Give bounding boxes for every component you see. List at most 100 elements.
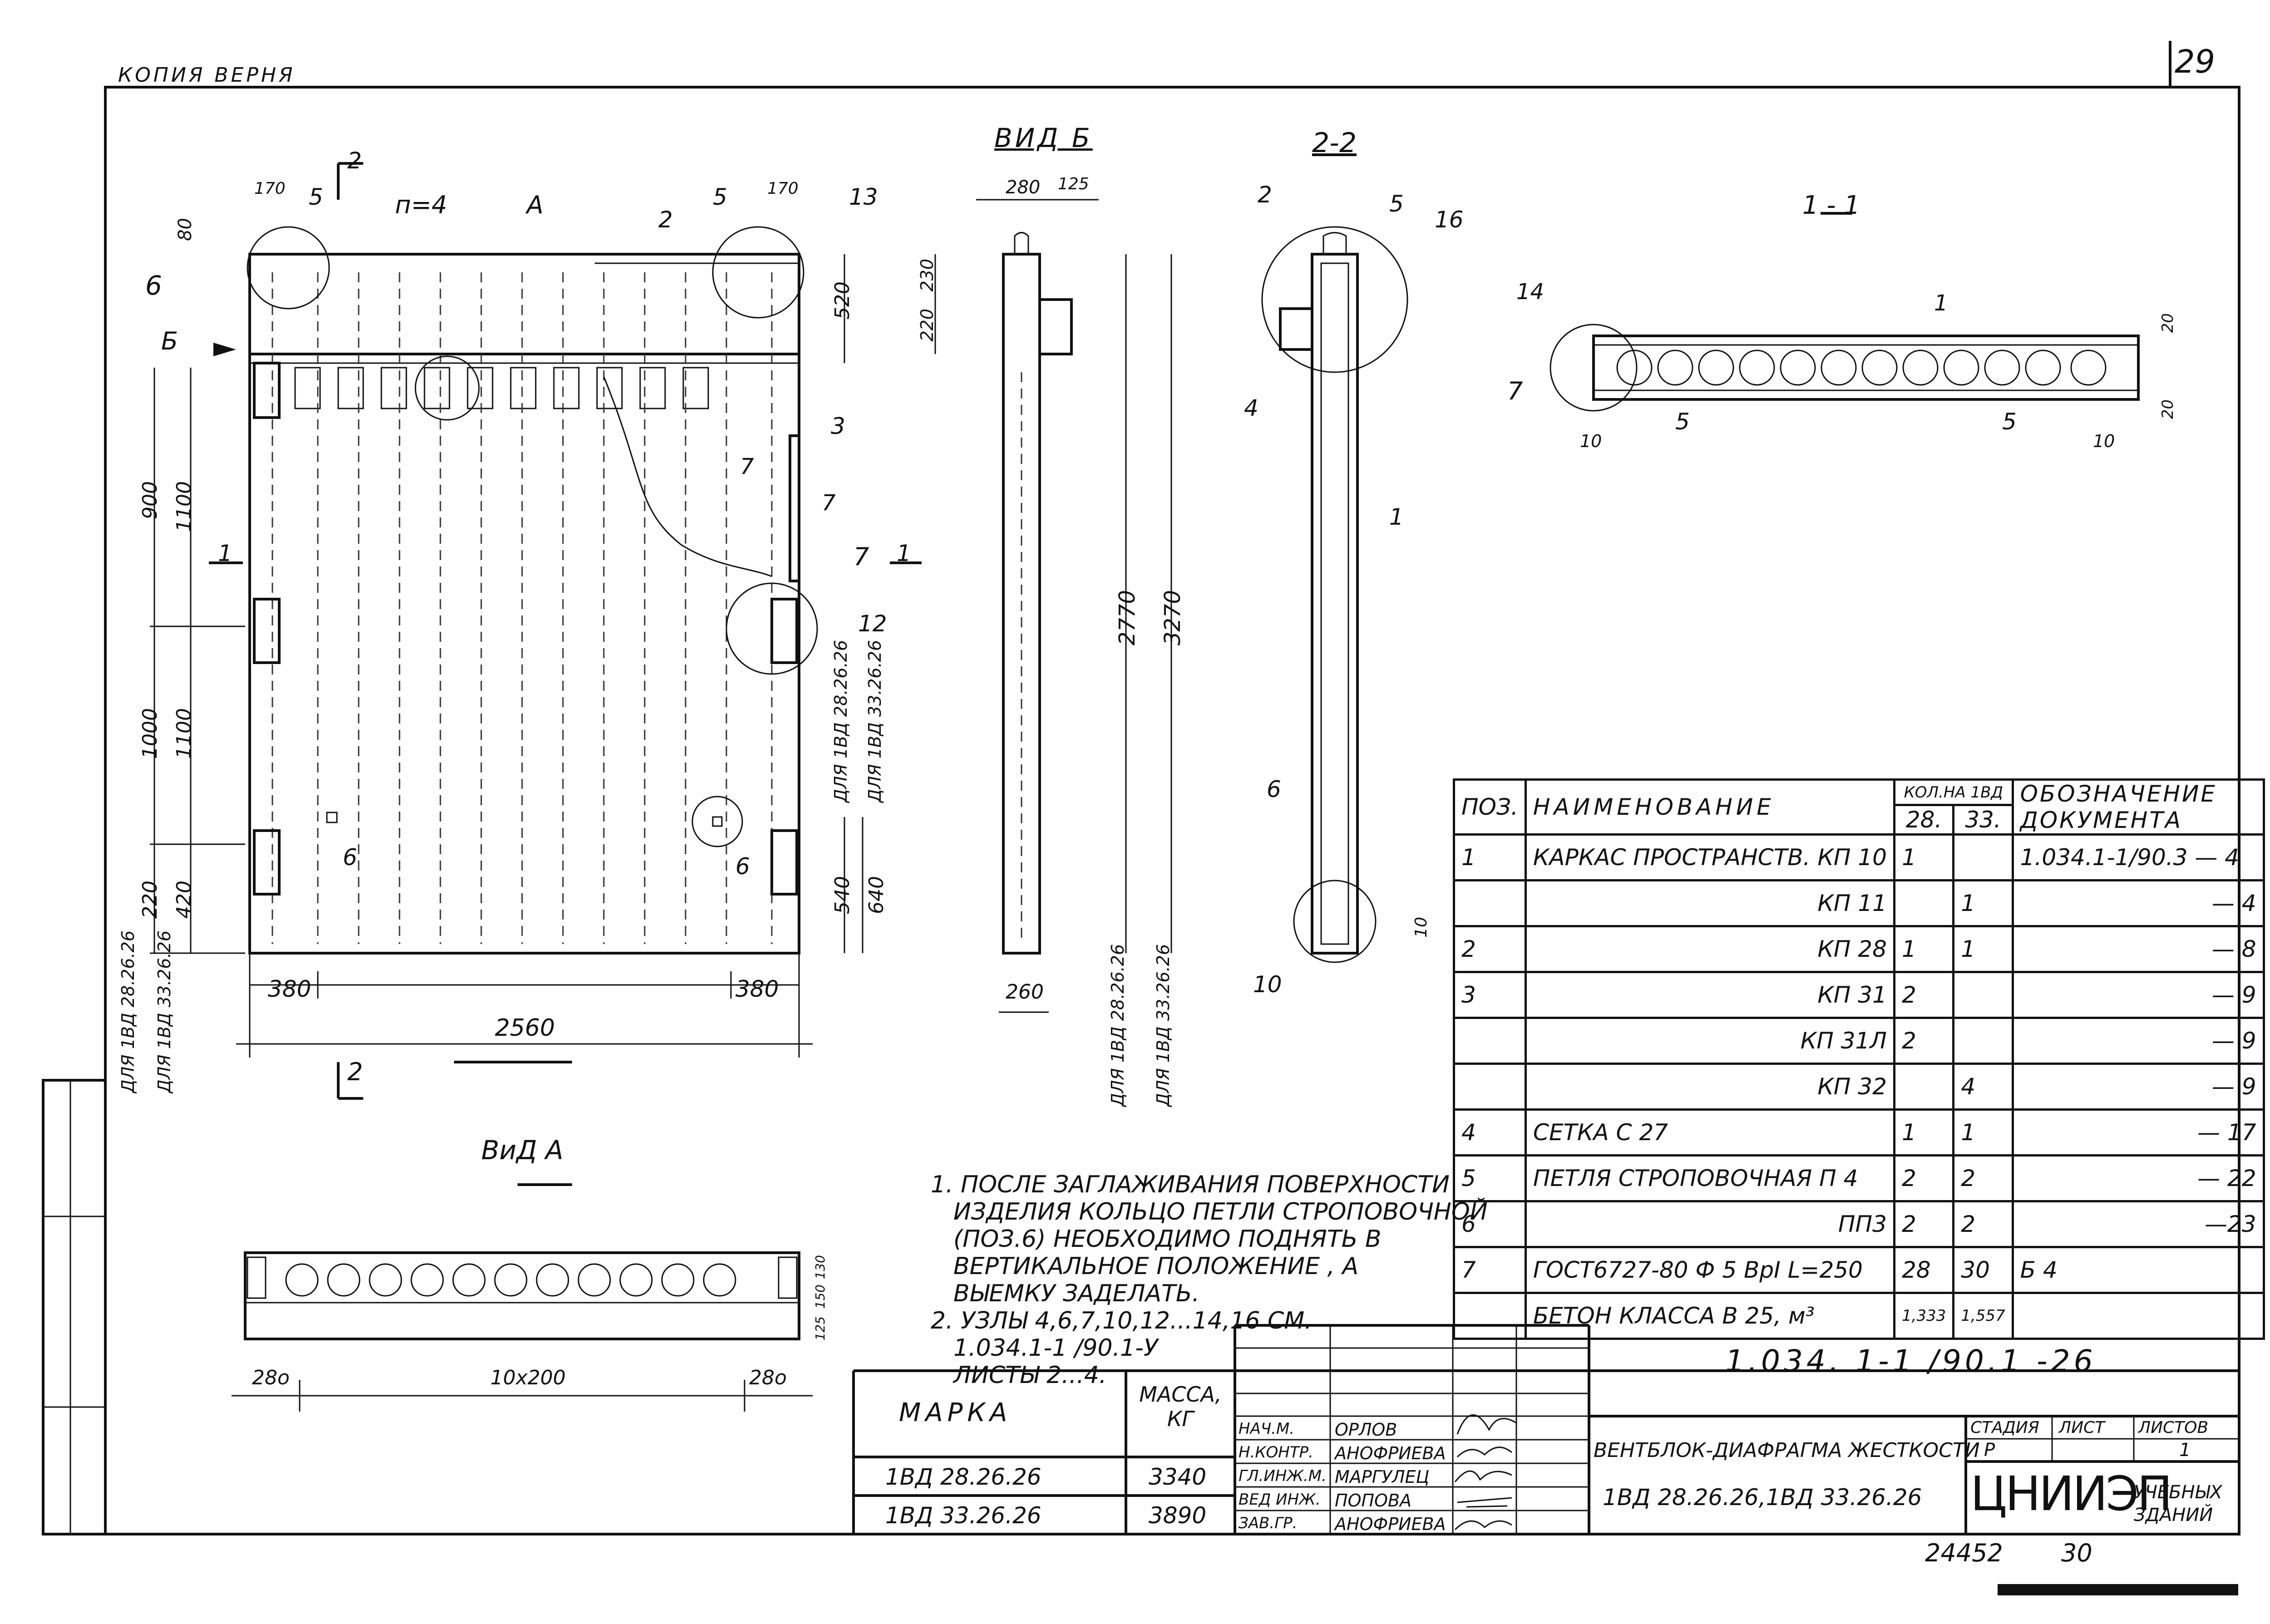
spec-name: ПЕТЛЯ СТРОПОВОЧНАЯ П 4 <box>1524 1154 1895 1202</box>
view-b-marker: Б <box>161 327 178 355</box>
note-line: ИЗДЕЛИЯ КОЛЬЦО ПЕТЛИ СТРОПОВОЧНОЙ <box>953 1198 1488 1225</box>
role-3: ГЛ.ИНЖ.М. <box>1239 1467 1327 1485</box>
spec-doc: — 17 <box>2011 1108 2265 1156</box>
product-title: ВЕНТБЛОК-ДИАФРАГМА ЖЕСТКОСТИ <box>1594 1439 1980 1462</box>
spec-q33: 1 <box>1952 925 2014 973</box>
spec-q33: 2 <box>1952 1200 2014 1248</box>
dim-520: 520 <box>831 281 854 320</box>
spec-name: КП 28 <box>1524 925 1895 973</box>
general-notes: 1. ПОСЛЕ ЗАГЛАЖИВАНИЯ ПОВЕРХНОСТИ ИЗДЕЛИ… <box>931 1171 1488 1389</box>
mass-row-2: 3890 <box>1149 1502 1207 1529</box>
spec-q33: 2 <box>1952 1154 2014 1202</box>
person-5: АНОФРИЕВА <box>1335 1514 1446 1534</box>
s22-callout-10: 10 <box>1253 971 1282 998</box>
label-for-28-right: ДЛЯ 1ВД 28.26.26 <box>831 640 851 802</box>
person-4: ПОПОВА <box>1335 1491 1412 1511</box>
note-line: 2. УЗЛЫ 4,6,7,10,12...14,16 СМ. <box>931 1307 1312 1334</box>
spec-q33 <box>1952 971 2014 1019</box>
spec-h-28: 28. <box>1893 804 1955 836</box>
pos4-label: п=4 <box>395 191 447 219</box>
copy-note: КОПИЯ ВЕРНЯ <box>118 64 296 87</box>
s22-callout-16: 16 <box>1435 207 1464 233</box>
spec-q33: 1 <box>1952 1108 2014 1156</box>
mass-row-1: 3340 <box>1149 1464 1207 1490</box>
section-22-title: 2-2 <box>1312 127 1357 159</box>
spec-pos: 4 <box>1453 1108 1527 1156</box>
spec-pos: 3 <box>1453 971 1527 1019</box>
spec-q28: 28 <box>1893 1246 1955 1294</box>
dim-220: 220 <box>138 881 162 919</box>
dim-420: 420 <box>173 881 196 919</box>
spec-q28: 1,333 <box>1893 1292 1955 1340</box>
facade-outline <box>248 253 800 955</box>
viewb-dim-230: 230 <box>917 259 937 292</box>
spec-doc: — 8 <box>2011 925 2265 973</box>
sheet-number: 29 <box>2175 43 2216 80</box>
spec-h-33: 33. <box>1952 804 2014 836</box>
dim-1100-bottom: 1100 <box>173 708 196 759</box>
dim-640: 640 <box>865 876 888 914</box>
s11-callout-7: 7 <box>1507 377 1523 405</box>
callout-13: 13 <box>849 184 878 210</box>
dim-1000: 1000 <box>138 708 162 759</box>
spec-q33: 1,557 <box>1952 1292 2014 1340</box>
org-subtitle-1: УЧЕБНЫХ <box>2134 1482 2222 1503</box>
s22-callout-1: 1 <box>1389 504 1404 530</box>
mark-header: МАРКА <box>899 1398 1012 1427</box>
spec-q33 <box>1952 833 2014 881</box>
spec-q28: 1 <box>1893 1108 1955 1156</box>
spec-q33: 30 <box>1952 1246 2014 1294</box>
sheets-header: ЛИСТОВ <box>2138 1418 2209 1437</box>
signatures <box>1454 1414 1517 1530</box>
s11-dim-10-left: 10 <box>1580 431 1602 451</box>
sheet-header: ЛИСТ <box>2059 1418 2105 1437</box>
side-niches <box>253 362 800 896</box>
section-11-title: 1 - 1 <box>1802 191 1860 220</box>
label-for-33-right: ДЛЯ 1ВД 33.26.26 <box>865 640 885 802</box>
dim-1100-top: 1100 <box>173 481 196 532</box>
spec-doc <box>2011 1292 2265 1340</box>
viewa-dim-280-right: 28o <box>749 1366 787 1389</box>
spec-name: КП 31Л <box>1524 1017 1895 1065</box>
mark-row-1: 1ВД 28.26.26 <box>885 1464 1041 1490</box>
spec-pos: 6 <box>1453 1200 1527 1248</box>
callout-5-left: 5 <box>309 184 323 210</box>
spec-h-qty: КОЛ.НА 1ВД <box>1893 778 2014 807</box>
spec-pos <box>1453 879 1527 927</box>
spec-pos: 1 <box>1453 833 1527 881</box>
note-line: (ПОЗ.6) НЕОБХОДИМО ПОДНЯТЬ В <box>953 1225 1382 1253</box>
s11-callout-14: 14 <box>1516 279 1545 305</box>
section-2-marker-top: 2 <box>347 148 362 174</box>
s22-dim-10: 10 <box>1412 917 1431 938</box>
section-2-2 <box>1261 226 1408 963</box>
spec-name: КП 32 <box>1524 1063 1895 1111</box>
spec-h-doc: ОБОЗНАЧЕНИЕ ДОКУМЕНТА <box>2011 778 2265 836</box>
spec-q33: 1 <box>1952 879 2014 927</box>
footer-number: 30 <box>2061 1539 2092 1567</box>
spec-doc: Б 4 <box>2011 1246 2265 1294</box>
s11-dim-10-right: 10 <box>2093 431 2115 451</box>
s11-dim-20-bottom: 20 <box>2159 399 2177 419</box>
person-1: ОРЛОВ <box>1335 1420 1397 1440</box>
spec-doc: — 22 <box>2011 1154 2265 1202</box>
dim-170-right: 170 <box>767 179 799 198</box>
callout-6-b: 6 <box>343 844 357 871</box>
sheets-value: 1 <box>2179 1440 2191 1461</box>
s11-callout-5-right: 5 <box>2002 408 2017 435</box>
spec-pos <box>1453 1063 1527 1111</box>
label-for-28-left: ДЛЯ 1ВД 28.26.26 <box>118 930 138 1093</box>
viewb-dim-260: 260 <box>1006 980 1044 1004</box>
spec-h-name: НАИМЕНОВАНИЕ <box>1524 778 1895 836</box>
spec-q28: 1 <box>1893 833 1955 881</box>
viewa-dim-280-left: 28o <box>252 1366 290 1389</box>
dim-380-right: 380 <box>735 976 779 1002</box>
label-for-33-left: ДЛЯ 1ВД 33.26.26 <box>154 930 174 1093</box>
facade-view <box>150 162 922 1100</box>
